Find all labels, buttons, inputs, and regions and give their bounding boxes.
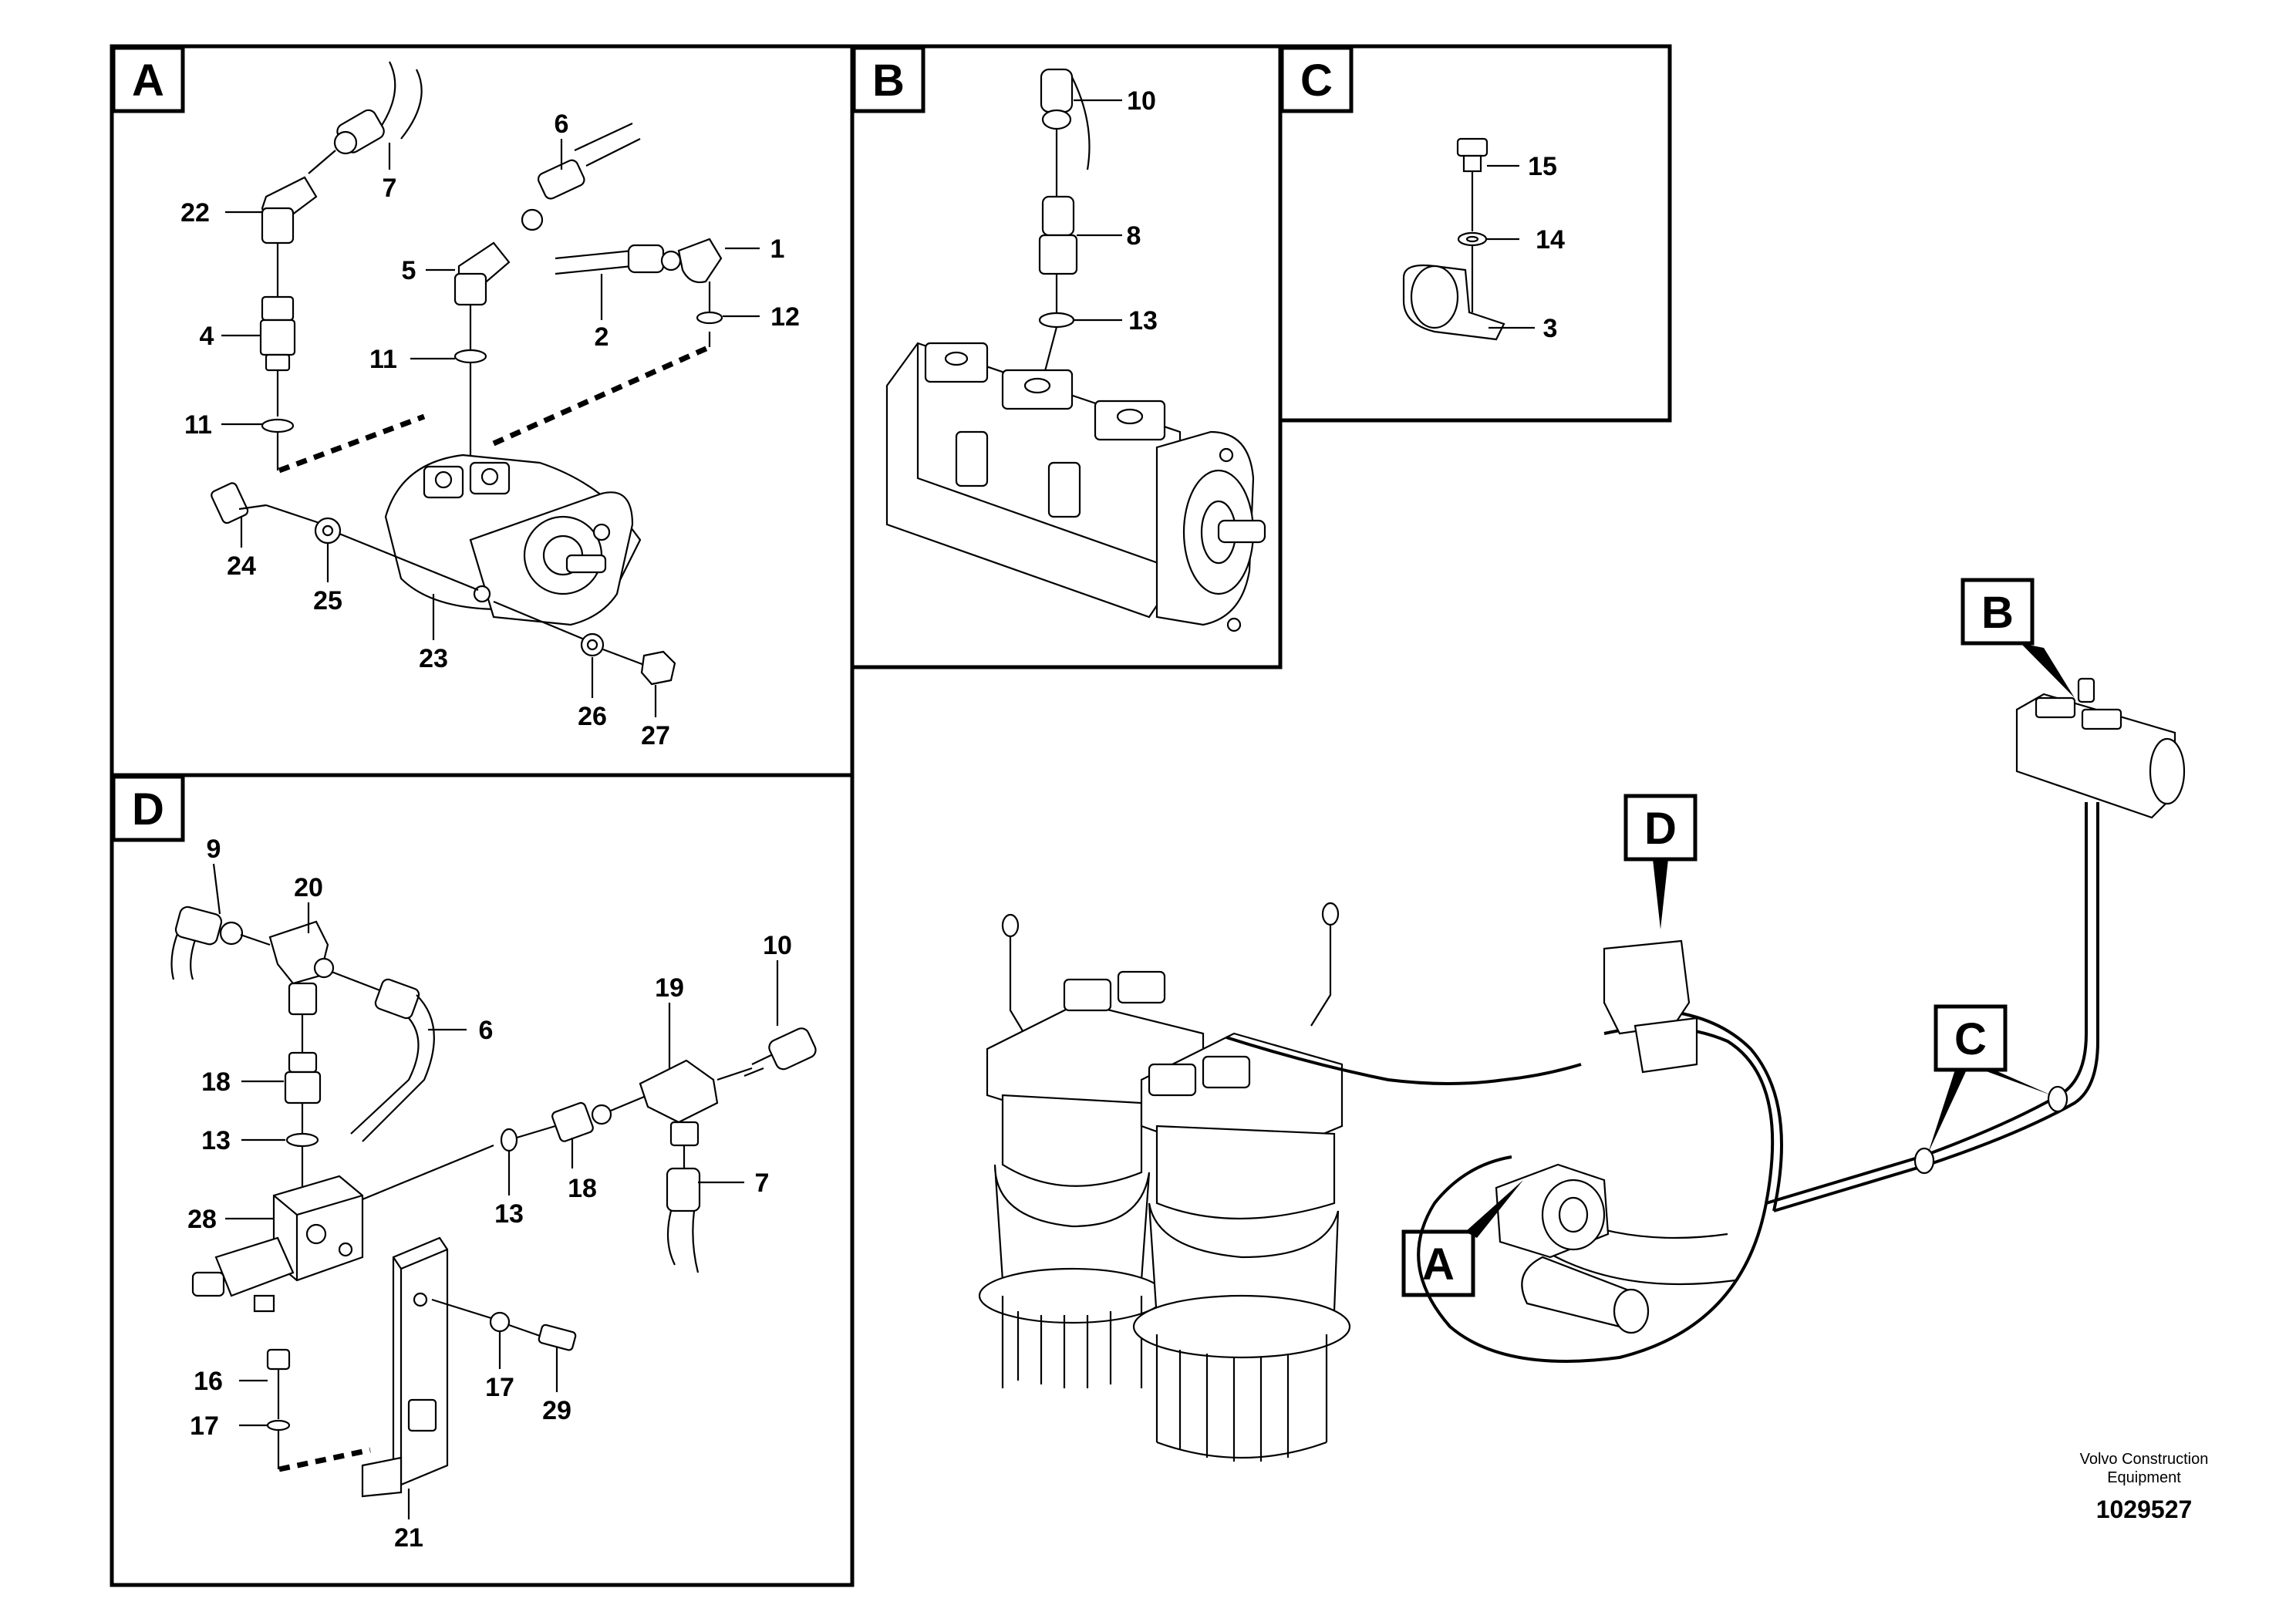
panel-b-callouts: 10 8 13 xyxy=(1127,86,1158,336)
callout-b-13: 13 xyxy=(1128,306,1158,336)
panel-a-leaders xyxy=(221,139,760,717)
callout-d-17a: 17 xyxy=(190,1411,219,1441)
callout-a-2: 2 xyxy=(595,322,609,352)
callout-d-7: 7 xyxy=(755,1168,770,1198)
callout-d-19: 19 xyxy=(655,973,684,1003)
overview-label-c: C xyxy=(1928,1004,2052,1153)
callout-b-10: 10 xyxy=(1127,86,1156,116)
callout-a-24: 24 xyxy=(227,551,256,581)
callout-d-17b: 17 xyxy=(485,1373,514,1402)
callout-a-1: 1 xyxy=(770,234,785,264)
overview-label-a: A xyxy=(1401,1180,1523,1297)
callout-a-26: 26 xyxy=(578,702,607,731)
credit-line-1: Volvo Construction xyxy=(2080,1451,2209,1468)
svg-text:D: D xyxy=(132,784,164,835)
callout-a-27: 27 xyxy=(641,721,670,750)
callout-b-8: 8 xyxy=(1127,221,1141,251)
svg-text:D: D xyxy=(1644,804,1677,854)
callout-d-9: 9 xyxy=(207,835,221,864)
panel-d-leaders xyxy=(212,863,779,1519)
overview-drawing xyxy=(978,677,2186,1462)
panel-a-title: A xyxy=(111,46,185,113)
svg-text:C: C xyxy=(1954,1014,1987,1064)
callout-a-12: 12 xyxy=(770,302,800,332)
credit-line-2: Equipment xyxy=(2107,1469,2181,1486)
svg-text:A: A xyxy=(1422,1239,1455,1290)
overview-label-d: D xyxy=(1623,794,1698,929)
panel-c-callouts: 15 14 3 xyxy=(1528,152,1565,343)
callout-c-15: 15 xyxy=(1528,152,1557,181)
callout-d-6: 6 xyxy=(479,1016,494,1045)
callout-a-6: 6 xyxy=(555,110,569,139)
panel-c-frame xyxy=(1278,44,1672,423)
callout-d-13a: 13 xyxy=(201,1126,231,1155)
callout-c-3: 3 xyxy=(1543,314,1558,343)
panel-c-title: C xyxy=(1279,46,1354,113)
callout-c-14: 14 xyxy=(1536,225,1565,255)
callout-d-10: 10 xyxy=(763,931,792,960)
panel-a-frame xyxy=(110,44,855,777)
panel-d-drawing xyxy=(170,905,817,1498)
panel-a-drawing xyxy=(211,61,723,686)
panel-d-frame xyxy=(110,773,855,1587)
callout-d-18b: 18 xyxy=(568,1174,597,1203)
panel-b-drawing xyxy=(885,68,1266,632)
callout-d-20: 20 xyxy=(294,873,323,902)
panel-d-title: D xyxy=(111,774,185,842)
callout-a-23: 23 xyxy=(419,644,448,673)
callout-d-13b: 13 xyxy=(494,1199,524,1229)
callout-d-21: 21 xyxy=(394,1523,423,1553)
callout-a-22: 22 xyxy=(180,198,210,228)
callout-d-16: 16 xyxy=(194,1367,223,1396)
panel-c-drawing xyxy=(1402,137,1505,341)
callout-a-7: 7 xyxy=(383,174,397,203)
callout-a-25: 25 xyxy=(313,586,342,615)
svg-text:B: B xyxy=(1981,588,2014,638)
svg-text:B: B xyxy=(872,56,905,106)
svg-text:C: C xyxy=(1300,56,1333,106)
callout-d-29: 29 xyxy=(542,1396,571,1425)
panel-a-callouts: 22 7 6 5 1 4 2 12 11 11 24 25 23 26 27 xyxy=(180,110,800,750)
callout-a-4: 4 xyxy=(200,322,214,351)
panel-d-callouts: 9 20 10 19 6 18 13 7 28 18 13 16 17 17 2… xyxy=(187,835,792,1553)
callout-a-11b: 11 xyxy=(184,410,212,440)
panel-b-leaders xyxy=(1074,99,1122,322)
panel-c-leaders xyxy=(1486,164,1535,329)
callout-a-5: 5 xyxy=(402,256,416,285)
svg-text:A: A xyxy=(132,56,164,106)
overview-label-b: B xyxy=(1961,578,2075,698)
panel-b-title: B xyxy=(851,46,925,113)
callout-d-18a: 18 xyxy=(201,1067,231,1097)
callout-a-11a: 11 xyxy=(369,345,397,374)
callout-d-28: 28 xyxy=(187,1205,217,1234)
drawing-number: 1029527 xyxy=(2096,1496,2193,1523)
